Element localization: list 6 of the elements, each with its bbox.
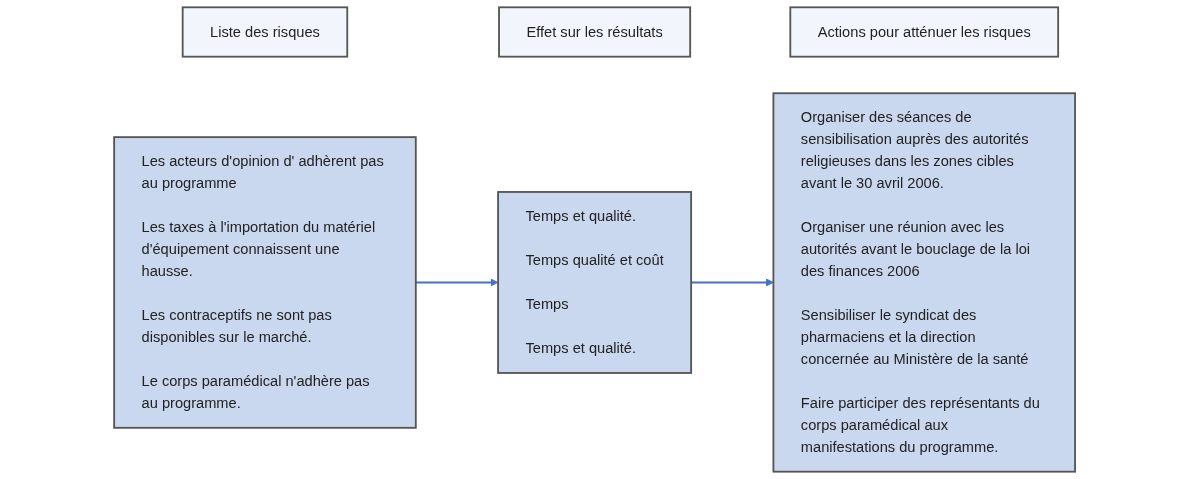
node-box: Organiser des séances de sensibilisation auprès des autorités religieuses dans les zones cibles avant le 30 avril 2006. Organiser une réunion avec les autorités avant le bouclage de la loi des finances 2006 Sensibiliser le syndicat des pharmaciens et la direction concernée au Ministère de la santé Faire participer des représentants du corps paramédical aux manifestations du programme. [772, 92, 1077, 473]
node-box: Temps et qualité. Temps qualité et coût Temps Temps et qualité. [497, 191, 693, 374]
node-box: Effet sur les résultats [498, 6, 692, 58]
node-box: Les acteurs d'opinion d' adhèrent pas au programme Les taxes à l'importation du matériel d'équipement connaissent une hausse. Les contraceptifs ne sont pas disponibles sur le marché. Le corps paramédical n'adhère pas au programme. [113, 136, 418, 429]
node-box: Actions pour atténuer les risques [789, 6, 1060, 58]
node-box: Liste des risques [182, 6, 349, 58]
